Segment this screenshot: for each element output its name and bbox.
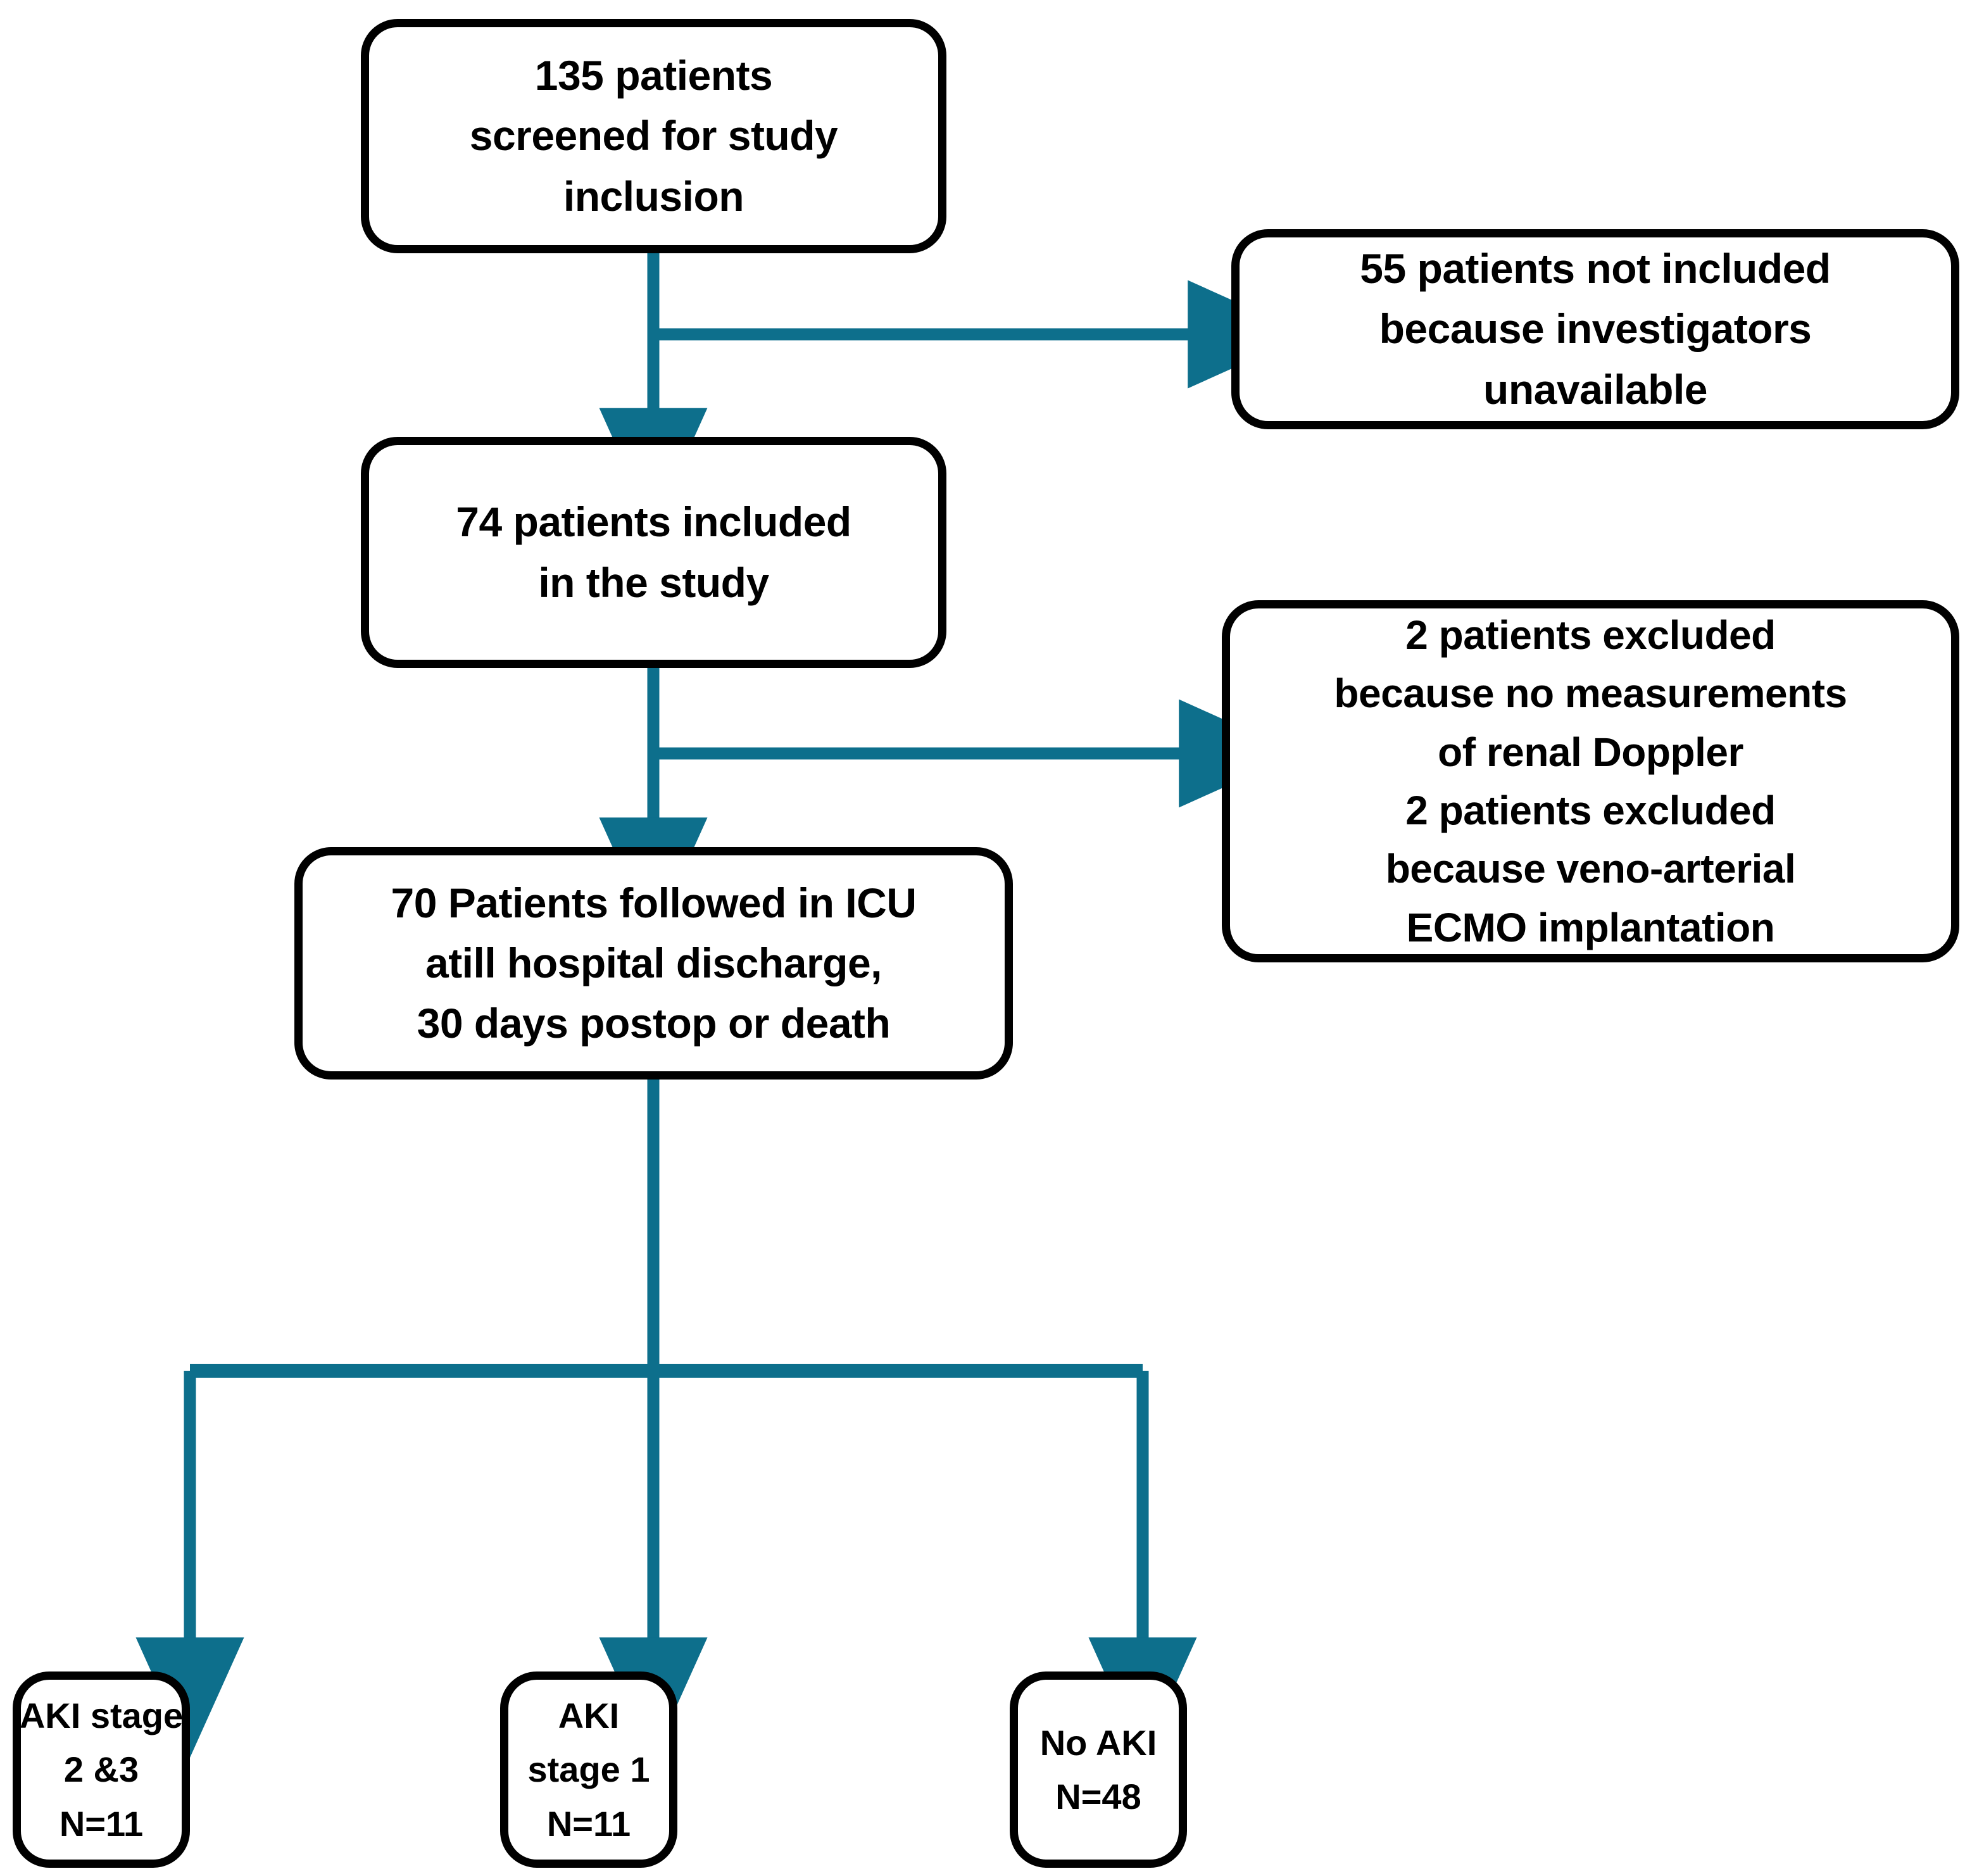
node-not-included-line-1: 55 patients not included [1360, 245, 1831, 293]
node-no-aki: No AKI N=48 [1010, 1671, 1187, 1868]
node-followed-line-2: atill hospital discharge, [425, 939, 882, 986]
node-followed-line-1: 70 Patients followed in ICU [391, 879, 917, 926]
node-screened: 135 patients screened for study inclusio… [361, 19, 946, 253]
node-excluded-line-3: of renal Doppler [1438, 729, 1743, 775]
node-excluded-line-6: ECMO implantation [1406, 904, 1775, 950]
node-followed: 70 Patients followed in ICU atill hospit… [294, 847, 1013, 1080]
node-aki-stage-2-3-line-3: N=11 [59, 1803, 144, 1844]
node-aki-stage-1-line-1: AKI [558, 1696, 620, 1736]
node-not-included: 55 patients not included because investi… [1231, 229, 1959, 429]
node-aki-stage-2-3-line-1: AKI stage [19, 1696, 184, 1736]
node-not-included-line-2: because investigators [1379, 305, 1812, 353]
node-excluded-line-4: 2 patients excluded [1405, 788, 1776, 833]
node-included-line-1: 74 patients included [456, 498, 851, 546]
node-no-aki-line-2: N=48 [1055, 1777, 1141, 1816]
node-excluded-line-5: because veno-arterial [1385, 846, 1796, 892]
node-aki-stage-2-3: AKI stage 2 &3 N=11 [13, 1671, 190, 1868]
node-no-aki-line-1: No AKI [1039, 1722, 1157, 1763]
node-included: 74 patients included in the study [361, 437, 946, 668]
node-screened-line-1: 135 patients [534, 52, 773, 99]
node-excluded: 2 patients excluded because no measureme… [1222, 600, 1959, 962]
node-screened-line-3: inclusion [563, 172, 744, 220]
node-aki-stage-1-line-3: N=11 [546, 1803, 631, 1844]
node-not-included-line-3: unavailable [1483, 365, 1708, 413]
node-included-line-2: in the study [538, 558, 769, 606]
node-screened-line-2: screened for study [469, 112, 838, 160]
node-followed-line-3: 30 days postop or death [417, 1000, 891, 1047]
node-aki-stage-1-line-2: stage 1 [527, 1749, 650, 1790]
node-excluded-line-1: 2 patients excluded [1405, 612, 1776, 658]
node-aki-stage-1: AKI stage 1 N=11 [500, 1671, 677, 1868]
node-aki-stage-2-3-line-2: 2 &3 [63, 1749, 139, 1790]
connector-followed-split [135, 1080, 1197, 1758]
node-excluded-line-2: because no measurements [1334, 670, 1847, 717]
